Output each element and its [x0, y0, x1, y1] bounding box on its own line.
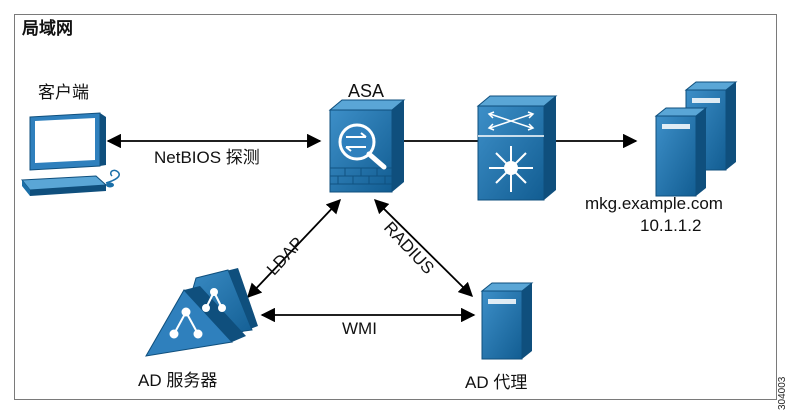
radius-link	[373, 198, 474, 298]
netbios-label: NetBIOS 探测	[154, 148, 260, 167]
ldap-link	[247, 198, 341, 299]
wmi-label: WMI	[342, 319, 377, 338]
client-label: 客户端	[38, 83, 89, 102]
web-server-hostname: mkg.example.com	[585, 194, 723, 213]
ad-agent-label: AD 代理	[465, 373, 528, 392]
asa-label: ASA	[348, 81, 385, 101]
workstation-icon	[21, 112, 120, 196]
diagram-title: 局域网	[22, 19, 73, 38]
ad-server-label: AD 服务器	[138, 371, 218, 390]
server-pair-icon	[654, 81, 738, 197]
directory-server-icon	[145, 268, 258, 357]
lan-boundary	[14, 14, 777, 400]
connections	[106, 133, 638, 323]
multilayer-switch-icon	[476, 95, 558, 201]
web-server-ip: 10.1.1.2	[640, 216, 702, 235]
firewall-icon	[328, 99, 406, 193]
server-icon	[480, 282, 534, 360]
figure-id: 304003	[777, 376, 788, 410]
